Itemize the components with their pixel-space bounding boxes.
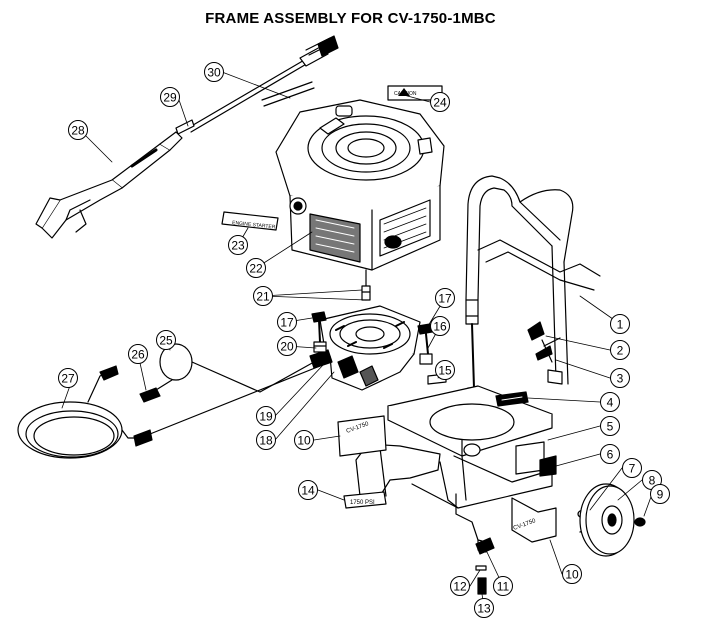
svg-text:28: 28 bbox=[71, 124, 85, 138]
callout-bubbles: 1 2 3 4 5 6 7 8 9 10 10 11 12 13 14 15 1… bbox=[58, 62, 670, 618]
psi-decal-text: 1750 PSI bbox=[350, 500, 375, 506]
svg-text:30: 30 bbox=[207, 66, 221, 80]
callout-15: 15 bbox=[435, 360, 455, 380]
bolts bbox=[311, 285, 433, 365]
spray-wand bbox=[175, 35, 339, 135]
callout-26: 26 bbox=[128, 344, 148, 364]
callout-12: 12 bbox=[450, 576, 470, 596]
callout-5: 5 bbox=[600, 416, 620, 436]
hardware-right bbox=[527, 321, 561, 477]
callout-6: 6 bbox=[600, 444, 620, 464]
callout-3: 3 bbox=[610, 368, 630, 388]
svg-text:11: 11 bbox=[497, 580, 510, 594]
leader-lines bbox=[61, 71, 653, 609]
base-frame bbox=[355, 385, 557, 595]
callout-17a: 17 bbox=[435, 288, 455, 308]
svg-text:1: 1 bbox=[617, 318, 624, 332]
engine-starter-decal: ENGINE STARTER bbox=[221, 211, 279, 231]
svg-text:8: 8 bbox=[649, 474, 656, 488]
callout-17b: 17 bbox=[277, 312, 297, 332]
callout-19: 19 bbox=[256, 406, 276, 426]
svg-text:4: 4 bbox=[607, 396, 614, 410]
callout-10b: 10 bbox=[562, 564, 582, 584]
svg-text:3: 3 bbox=[617, 372, 624, 386]
callout-7: 7 bbox=[622, 458, 642, 478]
frame-handle bbox=[465, 175, 601, 397]
svg-text:2: 2 bbox=[617, 344, 624, 358]
spray-gun bbox=[35, 131, 183, 239]
svg-text:19: 19 bbox=[259, 410, 273, 424]
engine-starter-decal-text: ENGINE STARTER bbox=[232, 220, 276, 231]
callout-11: 11 bbox=[493, 576, 513, 596]
callout-9: 9 bbox=[650, 484, 670, 504]
svg-text:17: 17 bbox=[438, 292, 452, 306]
pump bbox=[309, 305, 421, 391]
callout-13: 13 bbox=[474, 598, 494, 618]
svg-text:6: 6 bbox=[607, 448, 614, 462]
svg-text:27: 27 bbox=[61, 372, 75, 386]
callout-2: 2 bbox=[610, 340, 630, 360]
callout-4: 4 bbox=[600, 392, 620, 412]
callout-25: 25 bbox=[156, 330, 176, 350]
callout-21: 21 bbox=[253, 286, 273, 306]
callout-20: 20 bbox=[277, 336, 297, 356]
callout-27: 27 bbox=[58, 368, 78, 388]
callout-22: 22 bbox=[246, 258, 266, 278]
svg-text:13: 13 bbox=[477, 602, 491, 616]
svg-text:26: 26 bbox=[131, 348, 145, 362]
callout-1: 1 bbox=[610, 314, 630, 334]
callout-28: 28 bbox=[68, 120, 88, 140]
callout-16: 16 bbox=[430, 316, 450, 336]
diagram-title: FRAME ASSEMBLY FOR CV-1750-1MBC bbox=[205, 10, 496, 27]
svg-text:9: 9 bbox=[657, 488, 664, 502]
callout-24: 24 bbox=[430, 92, 450, 112]
decals: CV-1750 1750 PSI CV-1750 bbox=[337, 373, 545, 532]
svg-text:18: 18 bbox=[259, 434, 273, 448]
callout-14: 14 bbox=[298, 480, 318, 500]
wand-extension bbox=[261, 81, 315, 107]
svg-text:21: 21 bbox=[256, 290, 270, 304]
svg-text:14: 14 bbox=[301, 484, 315, 498]
svg-text:10: 10 bbox=[297, 434, 311, 448]
svg-text:25: 25 bbox=[159, 334, 173, 348]
svg-text:23: 23 bbox=[231, 239, 245, 253]
callout-10a: 10 bbox=[294, 430, 314, 450]
svg-text:29: 29 bbox=[163, 91, 177, 105]
svg-text:10: 10 bbox=[565, 568, 579, 582]
svg-text:16: 16 bbox=[433, 320, 447, 334]
hose bbox=[17, 343, 321, 459]
svg-text:7: 7 bbox=[629, 462, 636, 476]
callout-18: 18 bbox=[256, 430, 276, 450]
svg-text:17: 17 bbox=[280, 316, 294, 330]
callout-30: 30 bbox=[204, 62, 224, 82]
svg-text:20: 20 bbox=[280, 340, 294, 354]
svg-text:15: 15 bbox=[438, 364, 452, 378]
engine bbox=[275, 99, 445, 301]
callout-29: 29 bbox=[160, 87, 180, 107]
svg-text:22: 22 bbox=[249, 262, 263, 276]
svg-text:24: 24 bbox=[433, 96, 447, 110]
svg-text:5: 5 bbox=[607, 420, 614, 434]
callout-23: 23 bbox=[228, 235, 248, 255]
svg-text:12: 12 bbox=[453, 580, 467, 594]
wheel bbox=[577, 483, 646, 557]
